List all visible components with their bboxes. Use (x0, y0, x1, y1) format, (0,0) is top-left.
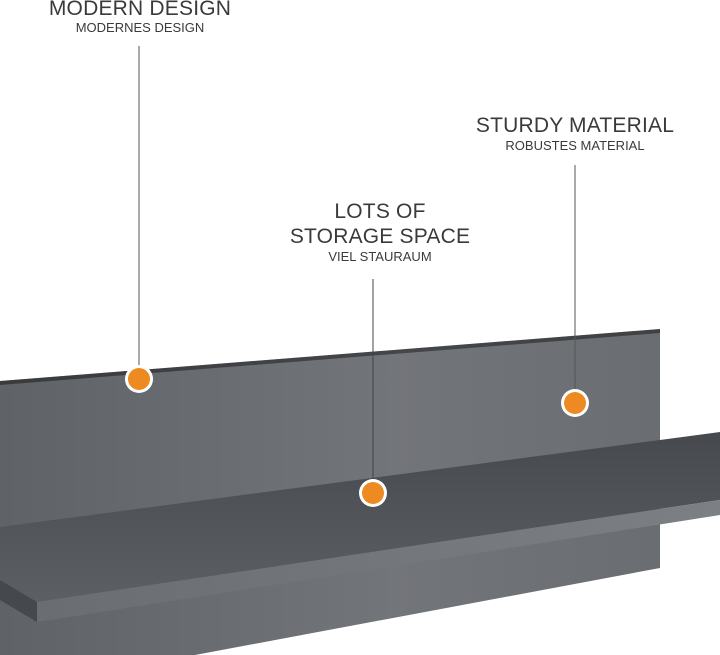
back-panel-top-edge (0, 329, 660, 385)
callout-dot-design (125, 365, 153, 393)
callout-dot-storage (359, 479, 387, 507)
feature-title-storage-line2: STORAGE SPACE (289, 225, 471, 248)
feature-subtitle-storage: VIEL STAURAUM (328, 249, 432, 264)
feature-title-storage-line1: LOTS OF (334, 200, 426, 223)
callout-dot-material (561, 389, 589, 417)
feature-subtitle-material: ROBUSTES MATERIAL (505, 138, 645, 153)
shelf-top (0, 432, 720, 602)
feature-title-material: STURDY MATERIAL (475, 114, 675, 137)
shelf-side (0, 580, 37, 622)
feature-title-design: MODERN DESIGN (48, 0, 232, 20)
shelf-front (37, 500, 720, 622)
feature-subtitle-design: MODERNES DESIGN (75, 20, 205, 35)
